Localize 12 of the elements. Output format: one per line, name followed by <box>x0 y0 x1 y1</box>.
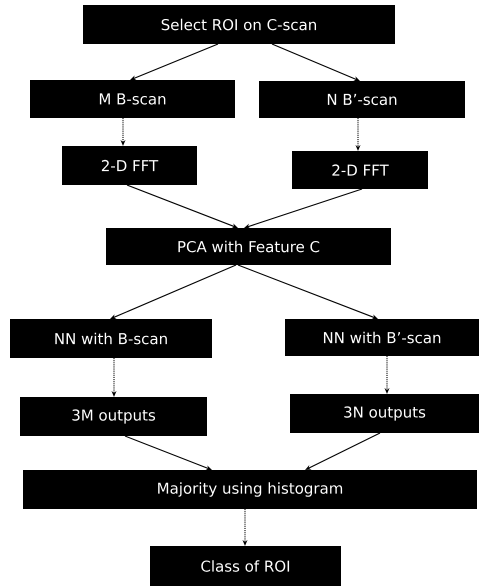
process-box: Class of ROI <box>150 546 341 586</box>
process-box: PCA with Feature C <box>106 228 391 265</box>
process-box: Majority using histogram <box>23 470 477 509</box>
process-box: 3N outputs <box>290 394 479 433</box>
process-box: 3M outputs <box>20 397 207 436</box>
process-box: 2-D FFT <box>292 151 428 189</box>
process-box: Select ROI on C-scan <box>83 5 395 44</box>
process-box: NN with B-scan <box>10 319 212 358</box>
process-box: 2-D FFT <box>62 146 197 185</box>
process-box: M B-scan <box>30 80 235 118</box>
process-box: NN with B’-scan <box>285 319 479 356</box>
process-box: N B’-scan <box>259 81 465 118</box>
